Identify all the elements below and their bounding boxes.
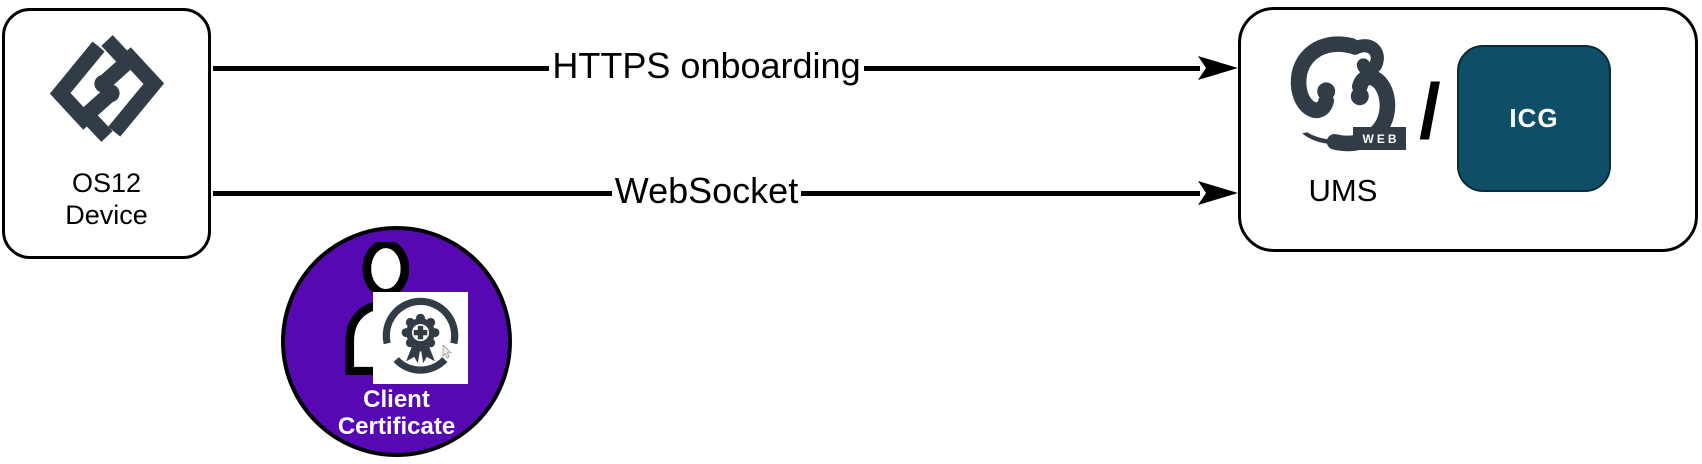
arrow-label-websocket: WebSocket: [614, 170, 799, 211]
igel-os-logo-icon: [49, 35, 165, 142]
web-badge: WEB: [1353, 127, 1406, 150]
certificate-label-line1: Client: [363, 386, 430, 413]
arrow-line-segment: [863, 65, 1201, 71]
arrow-line-segment: [213, 65, 550, 71]
igel-ums-web-logo-icon: [1290, 36, 1396, 152]
arrow-https-onboarding: HTTPS onboarding: [213, 45, 1239, 88]
client-certificate-badge: Client Certificate: [281, 226, 512, 457]
separator-slash: /: [1419, 67, 1441, 155]
device-node: OS12 Device: [2, 8, 211, 259]
arrow-line-segment: [213, 190, 612, 196]
arrowhead-icon: [1198, 181, 1238, 205]
arrow-websocket: WebSocket: [213, 170, 1238, 213]
arrow-line-segment: [801, 190, 1200, 196]
ums-node: WEB UMS / ICG: [1238, 7, 1698, 252]
device-label: OS12 Device: [5, 168, 208, 231]
certificate-label: Client Certificate: [285, 386, 508, 440]
certificate-label-line2: Certificate: [337, 413, 456, 440]
device-label-line2: Device: [65, 199, 148, 230]
certificate-image: [373, 292, 468, 384]
mouse-cursor-icon: [442, 345, 452, 359]
icg-node: ICG: [1457, 45, 1611, 192]
device-label-line1: OS12: [71, 168, 142, 198]
icg-label: ICG: [1509, 103, 1559, 133]
certificate-seal-icon: [382, 297, 459, 374]
arrowhead-icon: [1198, 56, 1239, 80]
ums-label: UMS: [1308, 173, 1378, 208]
arrow-label-https: HTTPS onboarding: [552, 45, 861, 86]
